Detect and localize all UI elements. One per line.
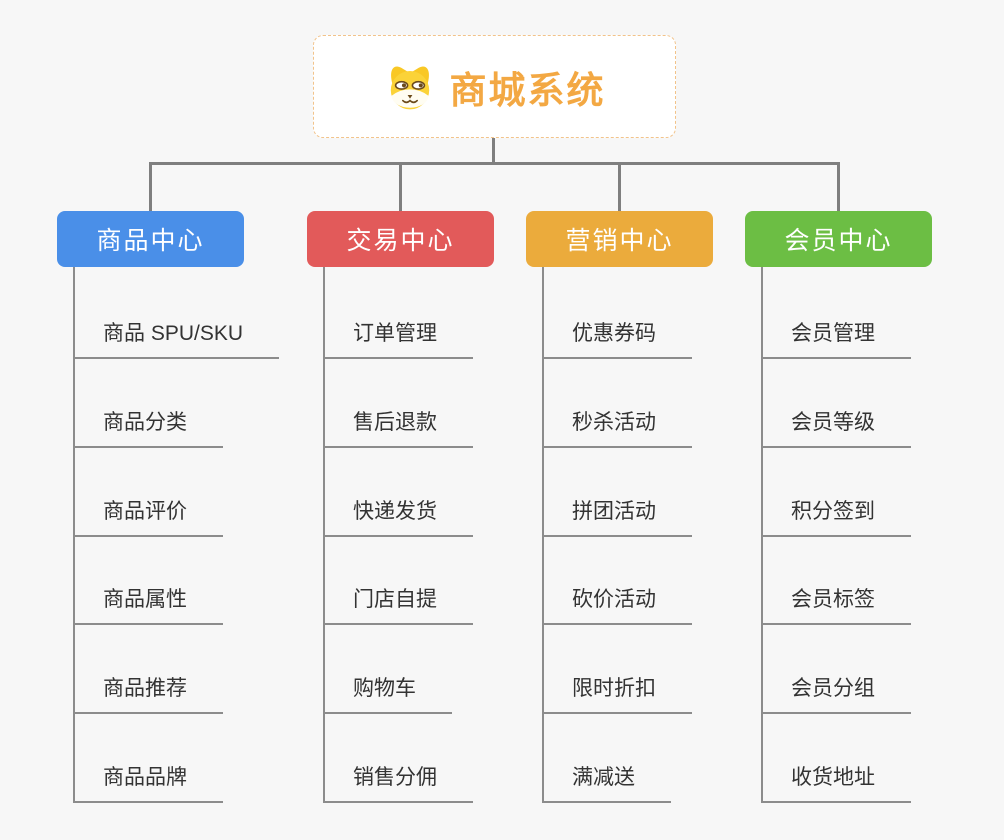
leaf-node[interactable]: 门店自提 (323, 585, 473, 626)
leaf-node[interactable]: 商品属性 (73, 585, 223, 626)
branch-node-4[interactable]: 会员中心 (745, 211, 932, 267)
connector-horizontal (149, 162, 840, 165)
connector-drop (618, 162, 621, 211)
leaf-node[interactable]: 限时折扣 (542, 674, 692, 715)
leaf-node[interactable]: 积分签到 (761, 497, 911, 537)
leaf-node[interactable]: 优惠券码 (542, 319, 692, 359)
leaf-node[interactable]: 商品推荐 (73, 674, 223, 715)
branch-spine (323, 267, 325, 801)
leaf-node[interactable]: 快递发货 (323, 497, 473, 537)
leaf-node[interactable]: 订单管理 (323, 319, 473, 359)
leaf-node[interactable]: 收货地址 (761, 763, 911, 803)
leaf-node[interactable]: 购物车 (323, 674, 452, 715)
leaf-node[interactable]: 商品分类 (73, 408, 223, 448)
branch-node-1[interactable]: 商品中心 (57, 211, 244, 267)
leaf-node[interactable]: 秒杀活动 (542, 408, 692, 448)
leaf-node[interactable]: 售后退款 (323, 408, 473, 448)
connector-drop (149, 162, 152, 211)
connector-root-stub (492, 138, 495, 164)
branch-spine (761, 267, 763, 801)
branch-node-2[interactable]: 交易中心 (307, 211, 494, 267)
dog-face-icon (384, 63, 436, 111)
branch-node-3[interactable]: 营销中心 (526, 211, 713, 267)
leaf-node[interactable]: 砍价活动 (542, 585, 692, 626)
leaf-node[interactable]: 商品评价 (73, 497, 223, 537)
connector-drop (837, 162, 840, 211)
branch-spine (542, 267, 544, 801)
leaf-node[interactable]: 会员等级 (761, 408, 911, 448)
leaf-node[interactable]: 会员管理 (761, 319, 911, 359)
root-node[interactable]: 商城系统 (313, 35, 676, 138)
connector-drop (399, 162, 402, 211)
leaf-node[interactable]: 商品品牌 (73, 763, 223, 803)
leaf-node[interactable]: 拼团活动 (542, 497, 692, 537)
leaf-node[interactable]: 会员分组 (761, 674, 911, 715)
leaf-node[interactable]: 商品 SPU/SKU (73, 319, 280, 359)
root-title: 商城系统 (449, 69, 606, 111)
leaf-node[interactable]: 满减送 (542, 763, 671, 803)
leaf-node[interactable]: 会员标签 (761, 585, 911, 626)
branch-spine (73, 267, 75, 801)
leaf-node[interactable]: 销售分佣 (323, 763, 473, 803)
